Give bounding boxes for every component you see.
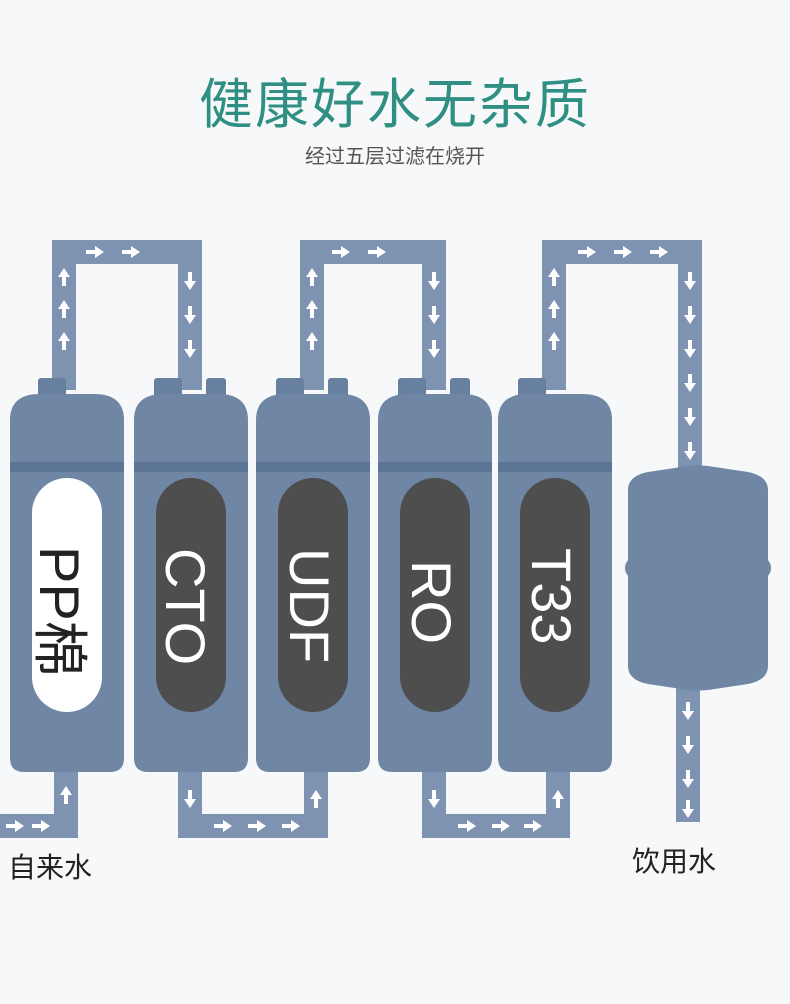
arrow-right xyxy=(524,820,542,832)
arrow-right xyxy=(332,246,350,258)
inlet-label: 自来水 xyxy=(8,851,93,884)
arrow-right xyxy=(458,820,476,832)
arrow-up xyxy=(58,332,70,350)
arrow-right xyxy=(614,246,632,258)
arrow-down xyxy=(684,374,696,392)
arrow-down xyxy=(428,340,440,358)
filter-labels: PP棉 CTO UDF RO T33 xyxy=(28,546,583,677)
arrow-right xyxy=(248,820,266,832)
filter-housing-5 xyxy=(498,378,612,772)
arrow-up xyxy=(548,268,560,286)
arrow-up xyxy=(306,332,318,350)
arrow-right xyxy=(368,246,386,258)
arrow-right xyxy=(578,246,596,258)
arrow-right xyxy=(6,820,24,832)
arrow-right xyxy=(492,820,510,832)
arrow-up xyxy=(58,268,70,286)
arrow-right xyxy=(86,246,104,258)
arrow-up xyxy=(306,268,318,286)
flow-arrows xyxy=(6,246,696,832)
arrow-up xyxy=(60,786,72,804)
arrow-down xyxy=(682,702,694,720)
arrow-up xyxy=(306,300,318,318)
filter-housing-2 xyxy=(134,378,248,772)
arrow-right xyxy=(650,246,668,258)
arrow-up xyxy=(58,300,70,318)
arrow-down xyxy=(684,306,696,324)
filter-housing-3 xyxy=(256,378,370,772)
arrow-down xyxy=(682,800,694,818)
arrow-down xyxy=(684,408,696,426)
outlet-label: 饮用水 xyxy=(632,845,717,878)
filter-label-4: RO xyxy=(400,560,463,644)
pipes xyxy=(0,240,702,838)
arrow-up xyxy=(548,332,560,350)
filter-label-5: T33 xyxy=(520,548,583,645)
arrow-right xyxy=(122,246,140,258)
arrow-right xyxy=(32,820,50,832)
arrow-down xyxy=(184,790,196,808)
arrow-down xyxy=(428,790,440,808)
arrow-right xyxy=(282,820,300,832)
arrow-down xyxy=(684,340,696,358)
arrow-down xyxy=(184,306,196,324)
arrow-up xyxy=(548,300,560,318)
filter-housing-4 xyxy=(378,378,492,772)
arrow-down xyxy=(684,442,696,460)
arrow-down xyxy=(682,736,694,754)
page-subtitle: 经过五层过滤在烧开 xyxy=(305,144,485,168)
filter-housings xyxy=(10,378,771,772)
arrow-down xyxy=(682,770,694,788)
filter-label-1: PP棉 xyxy=(28,546,91,677)
arrow-down xyxy=(428,272,440,290)
arrow-right xyxy=(214,820,232,832)
storage-tank xyxy=(625,465,771,691)
arrow-down xyxy=(184,272,196,290)
filter-label-3: UDF xyxy=(278,548,341,663)
arrow-down xyxy=(684,272,696,290)
arrow-down xyxy=(428,306,440,324)
filter-housing-1 xyxy=(10,378,124,772)
arrow-up xyxy=(310,790,322,808)
arrow-down xyxy=(184,340,196,358)
page-title: 健康好水无杂质 xyxy=(199,73,591,136)
arrow-up xyxy=(552,790,564,808)
filter-label-2: CTO xyxy=(154,548,217,665)
